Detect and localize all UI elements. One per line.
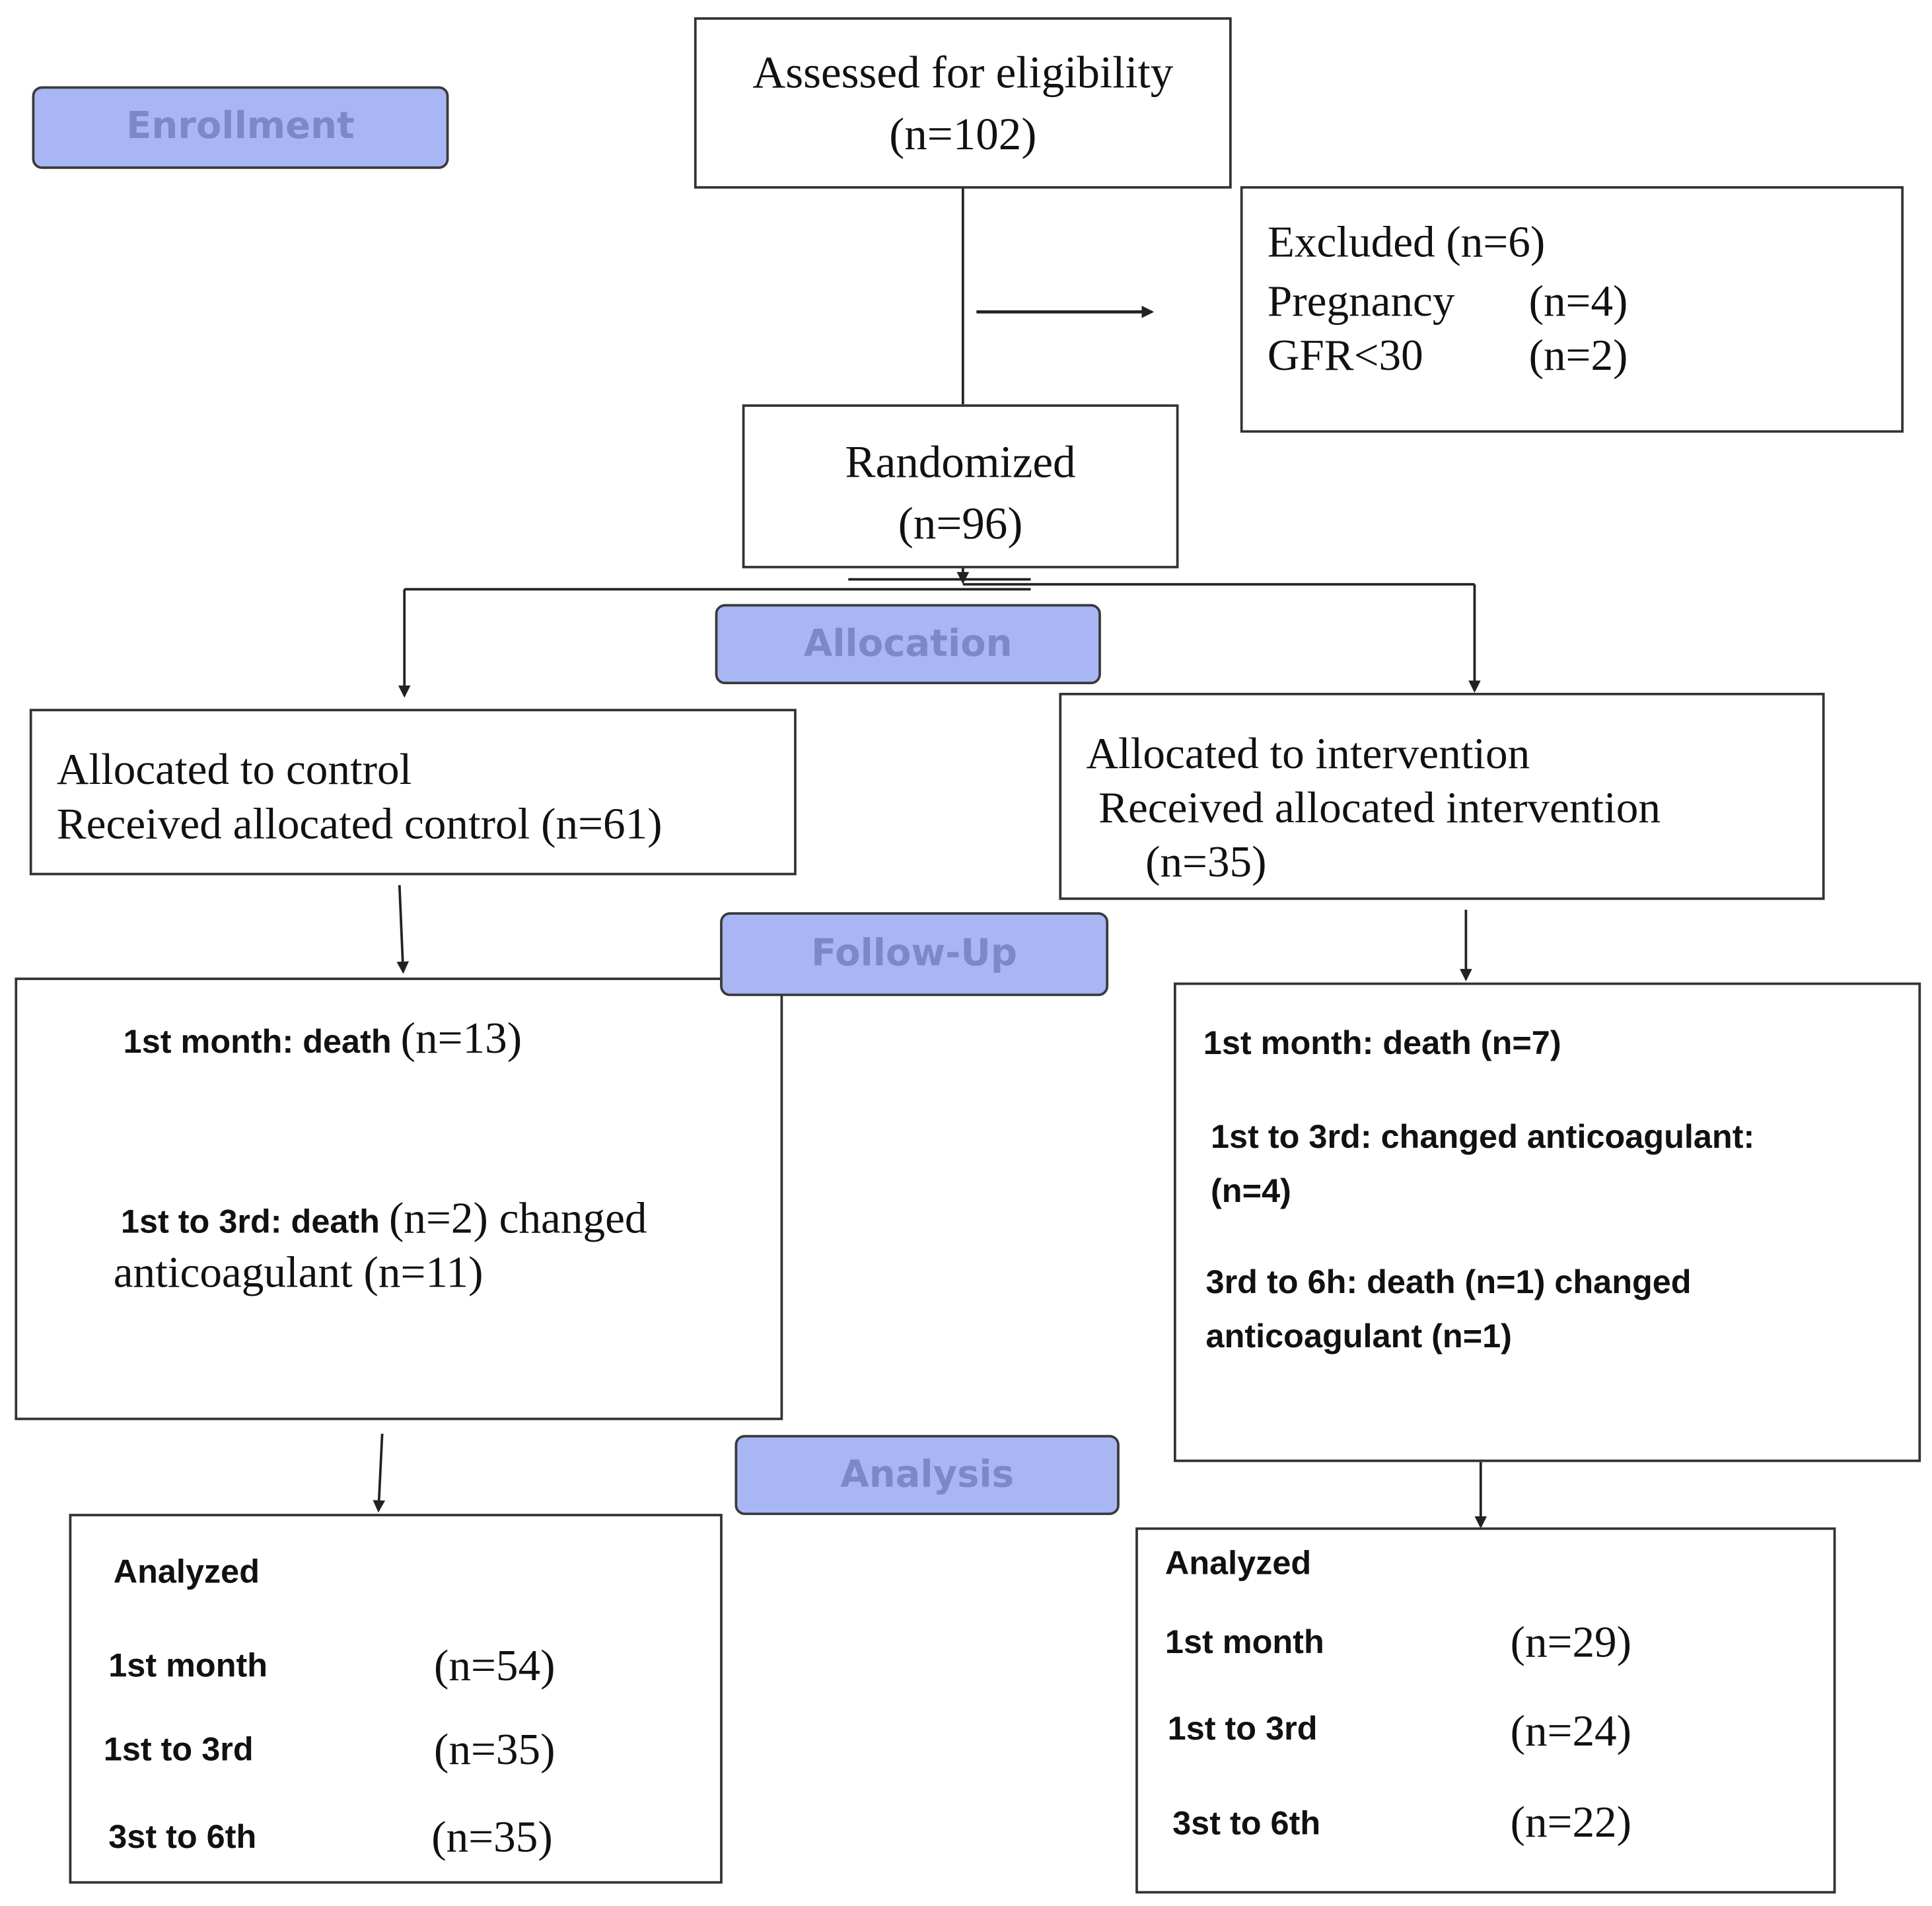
control-followup-month1-text: 1st month: death: [123, 1023, 401, 1061]
intervention-analysis-box: Analyzed 1st month (n=29) 1st to 3rd (n=…: [1135, 1527, 1836, 1894]
phase-analysis: Analysis: [734, 1434, 1120, 1516]
control-analysis-box: Analyzed 1st month (n=54) 1st to 3rd (n=…: [69, 1514, 723, 1884]
intervention-followup-month1: 1st month: death (n=7): [1203, 1024, 1561, 1062]
control-followup-1to3-text: 1st to 3rd: death: [120, 1203, 389, 1240]
intervention-followup-box: 1st month: death (n=7) 1st to 3rd: chang…: [1174, 982, 1921, 1462]
assessed-label: Assessed for eligibility: [752, 48, 1174, 99]
intervention-allocation-received: Received allocated intervention: [1098, 783, 1661, 832]
excluded-title: Excluded (n=6): [1267, 217, 1546, 267]
control-followup-month1-count: (n=13): [400, 1013, 522, 1063]
intervention-analysis-row-label: 1st to 3rd: [1167, 1709, 1318, 1747]
control-allocation-title: Allocated to control: [56, 744, 412, 794]
control-allocation-received: Received allocated control (n=61): [56, 798, 662, 849]
randomized-box: Randomized (n=96): [742, 404, 1179, 569]
control-analysis-row-label: 3st to 6th: [108, 1818, 257, 1856]
control-analysis-title: Analyzed: [113, 1553, 260, 1590]
arrow-control-analysis: [373, 1433, 386, 1513]
intervention-followup-1to3-count: (n=4): [1211, 1172, 1291, 1210]
randomized-label: Randomized: [845, 437, 1076, 489]
intervention-allocation-title: Allocated to intervention: [1086, 728, 1530, 778]
randomized-count: (n=96): [898, 499, 1023, 550]
assessed-box: Assessed for eligibility (n=102): [694, 17, 1232, 189]
intervention-analysis-row-value: (n=24): [1510, 1706, 1632, 1756]
intervention-followup-anticoagulant: anticoagulant (n=1): [1205, 1318, 1512, 1355]
excluded-box: Excluded (n=6) Pregnancy (n=4) GFR<30 (n…: [1240, 186, 1904, 433]
phase-follow-up: Follow-Up: [720, 912, 1109, 997]
intervention-analysis-row-value: (n=22): [1510, 1797, 1632, 1847]
assessed-count: (n=102): [889, 110, 1037, 160]
control-followup-anticoagulant: anticoagulant (n=11): [113, 1247, 483, 1297]
control-followup-1to3-rest: (n=2) changed: [388, 1193, 647, 1243]
excluded-row-label: GFR<30: [1267, 330, 1423, 380]
excluded-row-label: Pregnancy: [1267, 276, 1455, 326]
control-analysis-row-label: 1st to 3rd: [103, 1730, 254, 1768]
intervention-followup-3to6: 3rd to 6h: death (n=1) changed: [1205, 1263, 1692, 1301]
arrow-control-followup: [396, 885, 410, 974]
phase-allocation: Allocation: [715, 604, 1101, 684]
intervention-allocation-count: (n=35): [1145, 837, 1267, 887]
excluded-row-value: (n=2): [1528, 330, 1628, 380]
control-analysis-row-value: (n=35): [434, 1724, 555, 1775]
control-allocation-box: Allocated to control Received allocated …: [29, 709, 797, 876]
control-followup-1to3: 1st to 3rd: death (n=2) changed: [121, 1192, 647, 1244]
phase-enrollment: Enrollment: [32, 86, 449, 169]
control-analysis-row-label: 1st month: [108, 1646, 268, 1684]
intervention-followup-1to3: 1st to 3rd: changed anticoagulant:: [1211, 1118, 1755, 1156]
intervention-analysis-title: Analyzed: [1164, 1544, 1312, 1582]
intervention-analysis-row-label: 3st to 6th: [1172, 1804, 1321, 1842]
control-analysis-row-value: (n=54): [434, 1641, 555, 1691]
intervention-analysis-row-value: (n=29): [1510, 1617, 1632, 1667]
intervention-analysis-row-label: 1st month: [1164, 1623, 1324, 1661]
control-followup-box: 1st month: death (n=13) 1st to 3rd: deat…: [15, 977, 783, 1421]
excluded-row-value: (n=4): [1528, 276, 1628, 326]
intervention-allocation-box: Allocated to intervention Received alloc…: [1059, 693, 1825, 900]
control-analysis-row-value: (n=35): [431, 1812, 553, 1862]
control-followup-month1: 1st month: death (n=13): [124, 1012, 522, 1063]
